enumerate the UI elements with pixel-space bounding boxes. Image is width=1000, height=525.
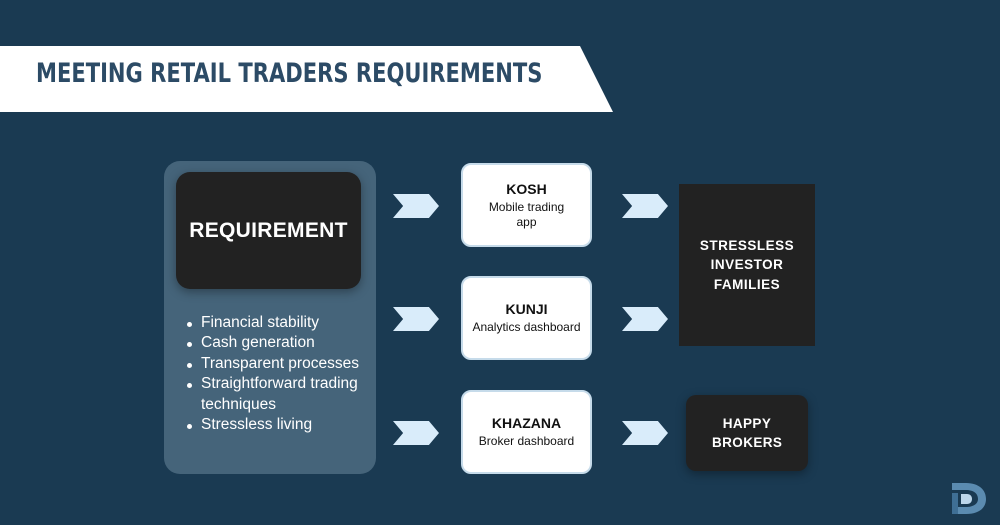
chevron-arrow-icon: [393, 307, 439, 331]
outcome-investor-families: STRESSLESS INVESTOR FAMILIES: [679, 184, 815, 346]
product-description: Broker dashboard: [478, 434, 575, 448]
chevron-arrow-icon: [393, 194, 439, 218]
requirement-item: Transparent processes: [185, 354, 370, 374]
brand-logo-icon: [952, 483, 986, 514]
chevron-arrow-icon: [622, 194, 668, 218]
product-card-khazana: KHAZANA Broker dashboard: [461, 390, 592, 474]
title-banner: MEETING RETAIL TRADERS REQUIREMENTS: [0, 46, 613, 112]
outcome-label: HAPPY BROKERS: [712, 416, 783, 450]
requirement-item: Straightforward trading techniques: [185, 374, 370, 415]
requirement-list: Financial stability Cash generation Tran…: [185, 313, 370, 435]
product-card-kosh: KOSH Mobile trading app: [461, 163, 592, 247]
requirement-item: Financial stability: [185, 313, 370, 333]
product-name: KOSH: [506, 180, 547, 197]
requirement-item: Cash generation: [185, 333, 370, 353]
page-title: MEETING RETAIL TRADERS REQUIREMENTS: [36, 58, 543, 89]
product-name: KUNJI: [505, 301, 548, 317]
product-description: Mobile trading app: [488, 199, 565, 229]
requirement-heading: REQUIREMENT: [189, 218, 348, 242]
chevron-arrow-icon: [622, 307, 668, 331]
requirement-heading-box: REQUIREMENT: [176, 172, 361, 289]
product-name: KHAZANA: [491, 415, 562, 431]
chevron-arrow-icon: [622, 421, 668, 445]
product-description: Analytics dashboard: [472, 320, 581, 334]
requirement-item: Stressless living: [185, 415, 370, 435]
outcome-label: STRESSLESS INVESTOR FAMILIES: [699, 237, 795, 292]
product-card-kunji: KUNJI Analytics dashboard: [461, 276, 592, 360]
outcome-happy-brokers: HAPPY BROKERS: [686, 395, 808, 471]
chevron-arrow-icon: [393, 421, 439, 445]
